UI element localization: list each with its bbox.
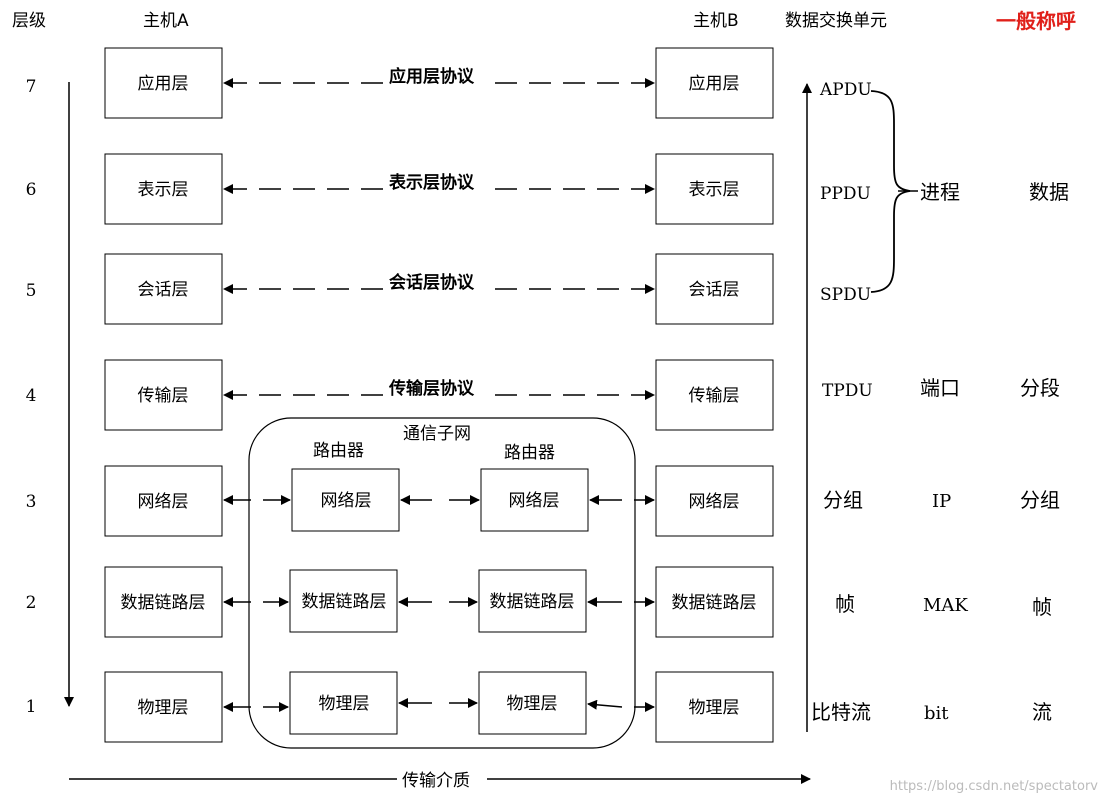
host-b-layer-label: 网络层	[689, 492, 740, 512]
router-layer-label: 物理层	[319, 694, 370, 714]
common-name-label: 分组	[1020, 488, 1060, 512]
host-a-layer-box	[104, 253, 223, 325]
hop-arrows	[223, 495, 655, 712]
pdu-column: APDU PPDU SPDU TPDU 分组 帧 比特流	[811, 80, 873, 724]
header-host-a: 主机A	[143, 11, 189, 31]
host-b-layer-box	[655, 153, 774, 225]
common-name-label: 帧	[1032, 595, 1052, 619]
host-a-layer-box	[104, 47, 223, 119]
process-label: 进程	[920, 180, 960, 204]
host-b-layer-box	[655, 566, 774, 638]
level-number: 3	[26, 492, 37, 512]
router-layer-label: 物理层	[507, 694, 558, 714]
level-number: 7	[26, 77, 37, 97]
host-a-layer-label: 表示层	[138, 180, 189, 200]
pdu-label: 比特流	[811, 700, 871, 724]
router-layer-label: 数据链路层	[302, 592, 387, 612]
level-number: 2	[26, 593, 37, 613]
host-a-layer-label: 传输层	[138, 386, 189, 406]
level-number: 6	[26, 180, 37, 200]
protocol-label: 应用层协议	[389, 66, 475, 87]
host-a-layer-label: 数据链路层	[121, 593, 206, 613]
host-b-layer-label: 表示层	[689, 180, 740, 200]
host-a-layer-label: 会话层	[138, 280, 189, 300]
pdu-label: PPDU	[820, 184, 871, 204]
mak-label: MAK	[923, 595, 968, 616]
protocol-label: 传输层协议	[388, 378, 475, 399]
router2-stack: 网络层 数据链路层 物理层	[478, 468, 589, 735]
level-number: 1	[26, 697, 37, 717]
common-name-label: 流	[1032, 700, 1052, 724]
host-b-layer-box	[655, 47, 774, 119]
router1-label: 路由器	[313, 441, 364, 461]
medium-label: 传输介质	[402, 771, 470, 791]
router-layer-box	[289, 671, 398, 735]
host-a-layer-label: 网络层	[138, 492, 189, 512]
router-layer-box	[478, 569, 587, 633]
common-name-label: 分段	[1020, 376, 1060, 400]
router1-stack: 网络层 数据链路层 物理层	[289, 468, 400, 735]
router-layer-box	[478, 671, 587, 735]
protocol-label: 会话层协议	[389, 272, 475, 293]
header-level: 层级	[12, 11, 46, 31]
subnet-boundary	[248, 417, 636, 749]
host-a-layer-box	[104, 153, 223, 225]
router-layer-label: 网络层	[321, 491, 372, 511]
host-b-layer-label: 数据链路层	[672, 593, 757, 613]
pdu-label: 分组	[823, 488, 863, 512]
host-a-layer-label: 应用层	[138, 74, 189, 94]
pdu-label: SPDU	[820, 285, 871, 305]
watermark: https://blog.csdn.net/spectatorv	[890, 779, 1099, 794]
pdu-label: 帧	[835, 592, 855, 616]
hop-arrow	[587, 699, 623, 710]
host-a-layer-box	[104, 566, 223, 638]
host-a-stack: 应用层 表示层 会话层 传输层 网络层 数据链路层 物理层	[104, 47, 223, 743]
router-layer-label: 网络层	[509, 491, 560, 511]
host-b-layer-label: 传输层	[689, 386, 740, 406]
host-b-layer-label: 会话层	[689, 280, 740, 300]
host-a-layer-box	[104, 359, 223, 431]
host-b-layer-label: 物理层	[689, 698, 740, 718]
router2-label: 路由器	[504, 443, 555, 463]
header-common-name: 一般称呼	[996, 9, 1076, 33]
host-b-layer-box	[655, 253, 774, 325]
subnet-title: 通信子网	[403, 424, 471, 444]
level-number: 5	[26, 281, 37, 301]
router-layer-box	[291, 468, 400, 532]
host-a-layer-label: 物理层	[138, 698, 189, 718]
host-b-layer-label: 应用层	[689, 74, 740, 94]
router-layer-label: 数据链路层	[490, 592, 575, 612]
host-b-layer-box	[655, 359, 774, 431]
peer-protocol-arrows	[223, 78, 655, 400]
host-b-stack: 应用层 表示层 会话层 传输层 网络层 数据链路层 物理层	[655, 47, 774, 743]
host-a-layer-box	[104, 671, 223, 743]
medium-label-bg	[397, 766, 487, 790]
common-name-label: 数据	[1029, 180, 1069, 204]
ip-label: IP	[932, 491, 951, 512]
pdu-label: TPDU	[822, 381, 873, 401]
pdu-label: APDU	[819, 80, 872, 100]
level-number: 4	[26, 386, 37, 406]
common-name-column: 数据 分段 分组 帧 流	[1020, 180, 1069, 724]
header-pdu: 数据交换单元	[785, 11, 887, 31]
middle-column: 进程 端口 IP MAK bit	[920, 180, 968, 724]
host-a-layer-box	[104, 465, 223, 537]
protocol-label: 表示层协议	[389, 172, 475, 193]
protocol-labels: 应用层协议 表示层协议 会话层协议 传输层协议	[388, 66, 475, 399]
level-numbers: 7 6 5 4 3 2 1	[26, 77, 37, 717]
port-label: 端口	[920, 376, 960, 400]
router-layer-box	[480, 468, 589, 532]
host-b-layer-box	[655, 465, 774, 537]
header-host-b: 主机B	[693, 11, 739, 31]
router-layer-box	[289, 569, 398, 633]
host-b-layer-box	[655, 671, 774, 743]
bit-label: bit	[924, 703, 949, 724]
